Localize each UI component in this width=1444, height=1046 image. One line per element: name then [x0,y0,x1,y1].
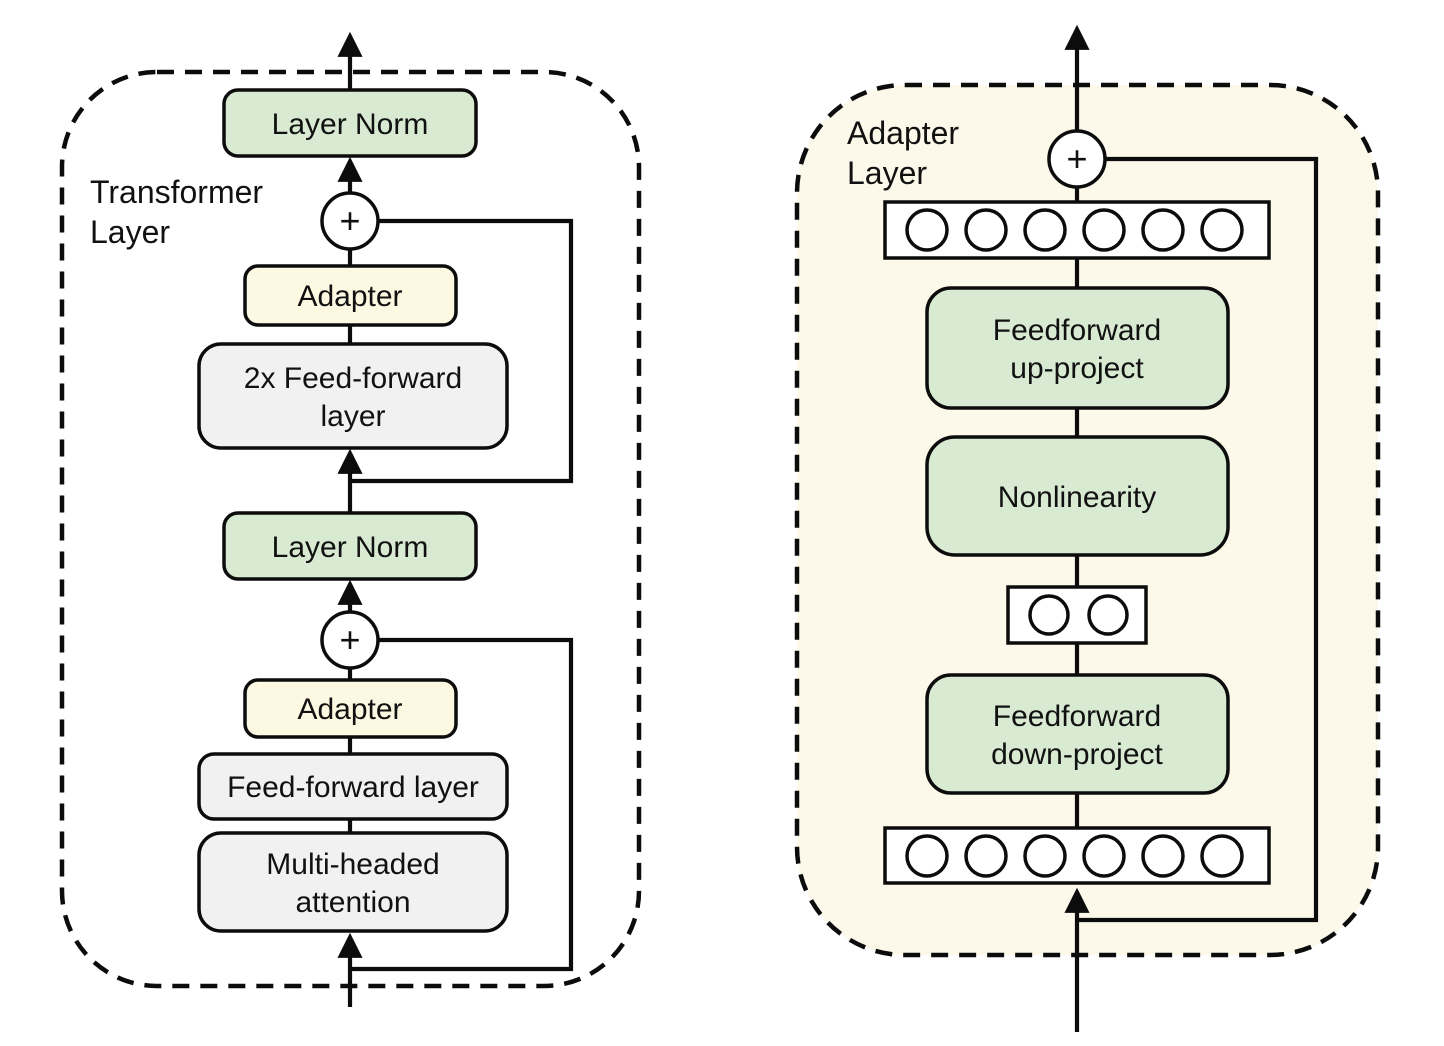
feature-node-circle [1200,208,1244,252]
transformer-layer-label-line1: Transformer [90,174,263,210]
feedforward-down-project-label-line1: Feedforward [993,700,1161,733]
adapter-add-node-label: + [1066,138,1087,179]
feature-node-circle [1082,834,1126,878]
layer-norm-bottom-label: Layer Norm [272,531,429,564]
adapter-bottom-label: Adapter [297,693,402,726]
multi-headed-attention-box [197,831,509,933]
transformer-layer-label-line2: Layer [90,214,170,250]
feedforward-up-project-label-line1: Feedforward [993,314,1161,347]
nonlinearity-label: Nonlinearity [998,481,1156,514]
feature-node-circle [1023,834,1067,878]
feature-node-circle [1028,594,1070,636]
feature-node-circle [964,834,1008,878]
feature-vector-top [883,200,1271,260]
adapter-skip-connection [1077,156,1319,923]
feedforward-2x-label-line2: layer [320,400,385,433]
add-node-top-label: + [339,200,360,241]
feature-vector-bottom [883,826,1271,885]
feedforward-up-project-label-line2: up-project [1010,352,1144,385]
adapter-top-label: Adapter [297,280,402,313]
feedforward-down-project-label-line2: down-project [991,738,1163,771]
feedforward-2x-label-line1: 2x Feed-forward [244,362,462,395]
adapter-layer-label-line1: Adapter [847,115,959,151]
adapter-layer-panel: Adapter Layer + Feedforward up-project [794,24,1381,1032]
adapter-layer-label-line2: Layer [847,155,927,191]
residual-connection-upper [350,218,574,484]
feature-node-circle [905,208,949,252]
feature-node-circle [1023,208,1067,252]
feedforward-down-project-box [925,673,1230,795]
feature-node-circle [1087,594,1129,636]
transformer-layer-panel: Transformer Layer Layer Norm + Adapter 2… [59,31,642,1007]
layer-norm-bottom-box [222,511,478,581]
multi-headed-attention-label-line1: Multi-headed [266,848,439,881]
feedforward-layer-box [197,752,509,821]
feedforward-up-project-box [925,286,1230,410]
feature-node-circle [1200,834,1244,878]
feature-node-circle [1141,208,1185,252]
feature-node-circle [1082,208,1126,252]
feature-node-circle [964,208,1008,252]
residual-connection-lower [350,637,574,972]
add-node-bottom-label: + [339,619,360,660]
adapter-top-box [243,264,458,327]
feature-vector-bottom-frame [883,826,1271,885]
feedforward-2x-box [197,342,509,450]
layer-norm-top-box [222,88,478,158]
feedforward-layer-label: Feed-forward layer [227,771,479,804]
adapter-bottom-box [243,678,458,739]
feature-vector-bottleneck [1006,585,1148,645]
multi-headed-attention-label-line2: attention [295,886,410,919]
adapter-add-node [1047,129,1107,189]
feature-node-circle [1141,834,1185,878]
feature-node-circle [905,834,949,878]
add-node-top [320,191,380,251]
nonlinearity-box [925,435,1230,557]
layer-norm-top-label: Layer Norm [272,108,429,141]
add-node-bottom [320,610,380,670]
